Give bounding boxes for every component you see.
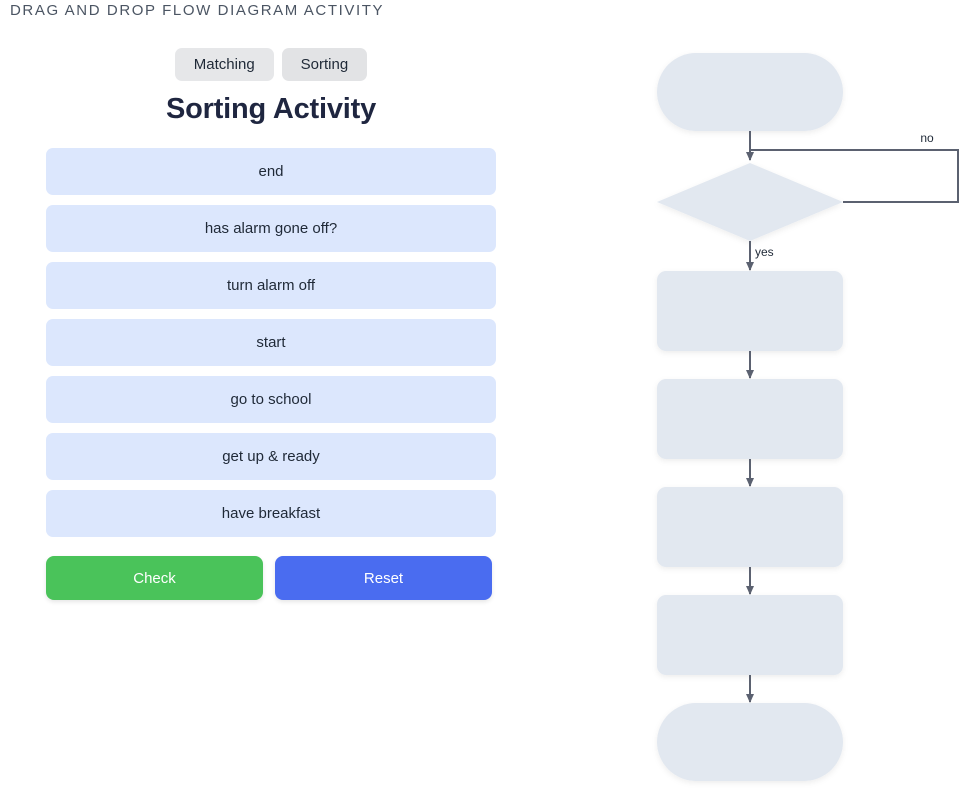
flow-node-start-terminator[interactable] [657, 53, 843, 131]
check-button[interactable]: Check [46, 556, 263, 600]
drag-item-get-up-and-ready[interactable]: get up & ready [46, 433, 496, 480]
flow-node-slot-3[interactable] [657, 487, 843, 567]
tab-sorting[interactable]: Sorting [281, 48, 368, 81]
drag-item-end[interactable]: end [46, 148, 496, 195]
edge-label-yes: yes [755, 245, 774, 259]
draggable-items-list: end has alarm gone off? turn alarm off s… [46, 148, 496, 537]
drag-item-start[interactable]: start [46, 319, 496, 366]
flow-node-slot-2[interactable] [657, 379, 843, 459]
sorting-panel: Matching Sorting Sorting Activity end ha… [46, 48, 496, 600]
flow-node-slot-1[interactable] [657, 271, 843, 351]
flow-node-end-terminator[interactable] [657, 703, 843, 781]
page-title: DRAG AND DROP FLOW DIAGRAM ACTIVITY [10, 2, 385, 19]
connector-no-loop [750, 149, 959, 203]
mode-tab-bar: Matching Sorting [46, 48, 496, 81]
edge-label-no: no [920, 131, 934, 145]
flow-node-decision[interactable] [657, 163, 843, 241]
drag-item-turn-alarm-off[interactable]: turn alarm off [46, 262, 496, 309]
flow-node-slot-4[interactable] [657, 595, 843, 675]
flow-diagram: no yes [600, 0, 968, 800]
tab-matching[interactable]: Matching [174, 48, 274, 81]
activity-title: Sorting Activity [165, 93, 377, 125]
reset-button[interactable]: Reset [275, 556, 492, 600]
drag-item-has-alarm-gone-off[interactable]: has alarm gone off? [46, 205, 496, 252]
flow-diagram-canvas: no yes [657, 53, 959, 781]
drag-item-have-breakfast[interactable]: have breakfast [46, 490, 496, 537]
drag-item-go-to-school[interactable]: go to school [46, 376, 496, 423]
action-buttons: Check Reset [46, 556, 496, 600]
